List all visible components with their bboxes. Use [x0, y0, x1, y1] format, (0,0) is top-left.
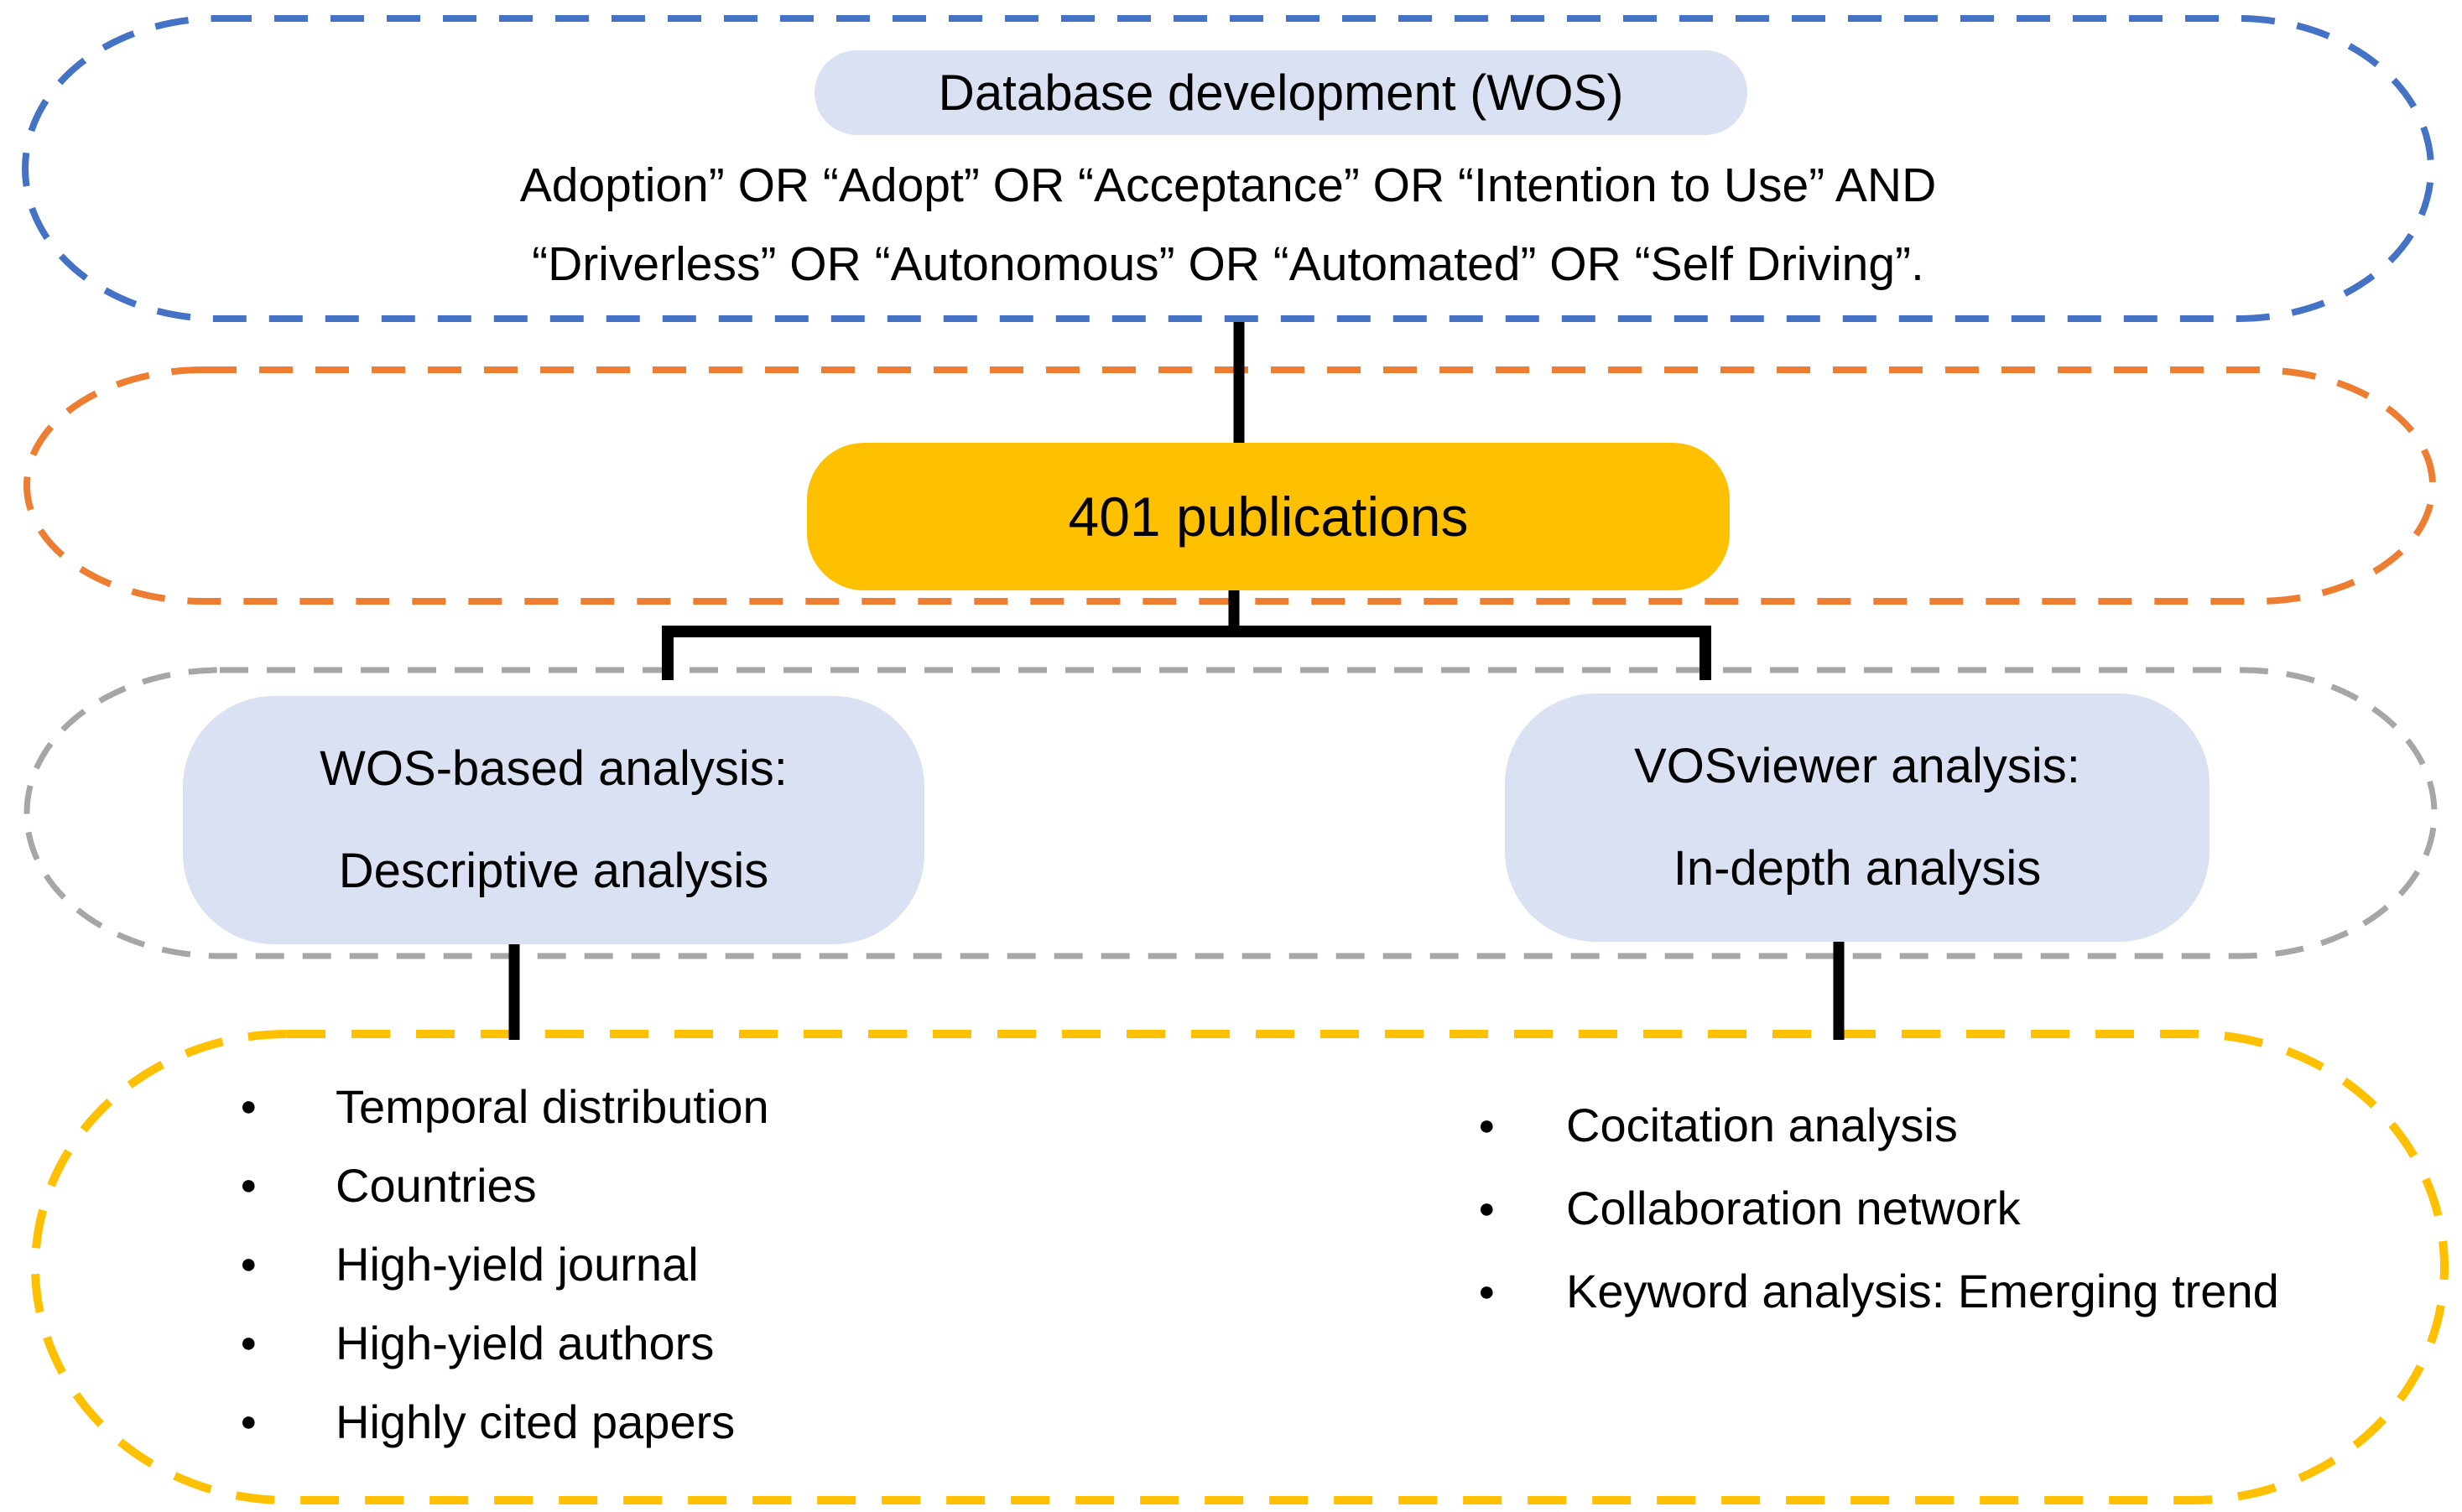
bullet-icon: ● — [240, 1169, 258, 1201]
vosviewer-output-item: ● Keyword analysis: Emerging trend — [1478, 1250, 2279, 1333]
wos-analysis-pill: WOS-based analysis: Descriptive analysis — [183, 696, 924, 944]
wos-output-item: ● Countries — [240, 1146, 769, 1224]
vosviewer-analysis-pill: VOSviewer analysis: In-depth analysis — [1505, 694, 2210, 942]
wos-output-item: ● Temporal distribution — [240, 1067, 769, 1146]
analysis-container-border — [23, 667, 2438, 959]
wos-output-item-label: High-yield journal — [336, 1237, 699, 1291]
database-development-pill: Database development (WOS) — [815, 50, 1747, 135]
bullet-icon: ● — [240, 1248, 258, 1280]
vosviewer-output-item-label: Keyword analysis: Emerging trend — [1566, 1265, 2279, 1317]
bullet-icon: ● — [1478, 1192, 1496, 1224]
wos-output-item-label: High-yield authors — [336, 1316, 715, 1369]
bullet-icon: ● — [240, 1090, 258, 1122]
bullet-icon: ● — [1478, 1275, 1496, 1307]
database-container-border — [22, 15, 2434, 322]
vosviewer-output-item: ● Collaboration network — [1478, 1166, 2279, 1250]
wos-output-item-label: Temporal distribution — [336, 1079, 769, 1133]
search-query-line-1: Adoption” OR “Adopt” OR “Acceptance” OR … — [519, 158, 1937, 212]
bullet-icon: ● — [1478, 1109, 1496, 1141]
vosviewer-analysis-line-2: In-depth analysis — [1673, 840, 2042, 896]
outputs-container-border — [31, 1030, 2449, 1504]
wos-output-item: ● High-yield journal — [240, 1224, 769, 1303]
publications-pill: 401 publications — [807, 443, 1730, 590]
wos-analysis-line-2: Descriptive analysis — [338, 843, 769, 898]
vosviewer-output-item-label: Collaboration network — [1566, 1182, 2021, 1234]
wos-output-item-label: Countries — [336, 1158, 537, 1212]
wos-output-list: ● Temporal distribution ● Countries ● Hi… — [240, 1067, 769, 1461]
vosviewer-analysis-line-1: VOSviewer analysis: — [1634, 739, 2080, 794]
wos-analysis-line-1: WOS-based analysis: — [320, 741, 788, 797]
vosviewer-output-list: ● Cocitation analysis ● Collaboration ne… — [1478, 1083, 2279, 1333]
bullet-icon: ● — [240, 1405, 258, 1437]
wos-output-item: ● High-yield authors — [240, 1303, 769, 1382]
bullet-icon: ● — [240, 1327, 258, 1359]
wos-output-item: ● Highly cited papers — [240, 1382, 769, 1461]
wos-output-item-label: Highly cited papers — [336, 1395, 736, 1448]
vosviewer-output-item: ● Cocitation analysis — [1478, 1083, 2279, 1166]
search-query-line-2: “Driverless” OR “Autonomous” OR “Automat… — [532, 237, 1924, 291]
vosviewer-output-item-label: Cocitation analysis — [1566, 1099, 1958, 1151]
